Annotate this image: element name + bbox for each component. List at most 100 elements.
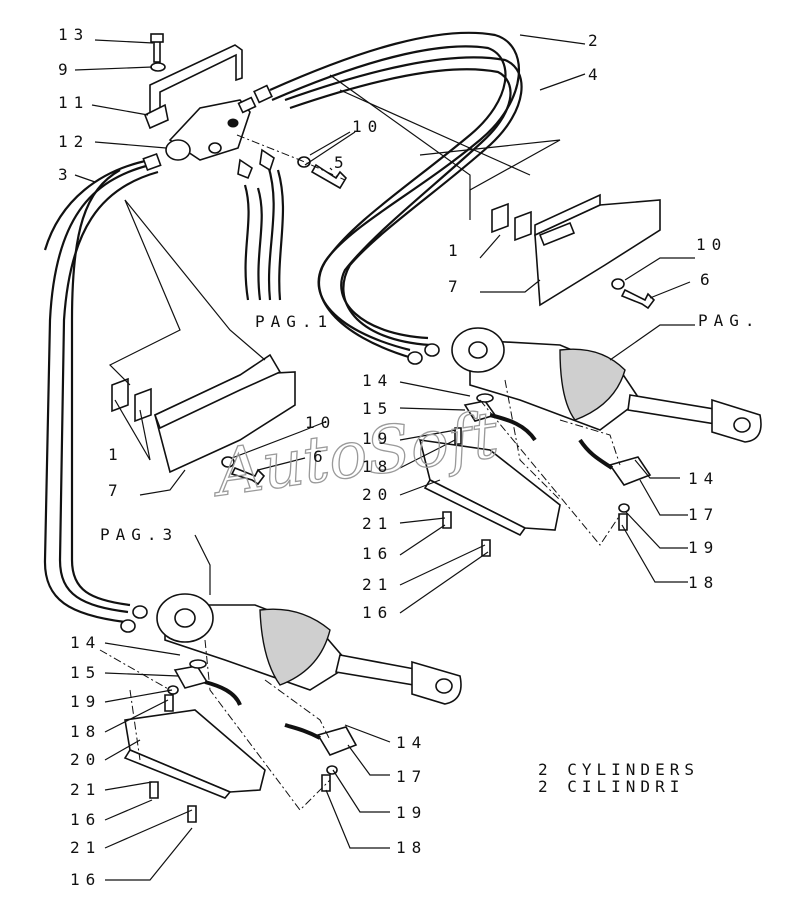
bolt-6-lower [230,466,266,486]
label-pag3: PAG.3 [100,525,178,544]
lower-bracket-top [153,353,282,430]
upper-cyl-eye-hole [733,417,751,433]
hose-4-inner [289,68,512,340]
label-pag-right: PAG. [698,311,761,330]
hose-3-top [43,158,151,251]
label-10-lower: 10 [305,413,336,432]
label-5: 5 [334,153,350,172]
upper-cyl-boot [559,348,626,421]
elbow-fitting-b [259,148,275,172]
lower-cyl-fitting-a [132,605,148,619]
label-15-mid: 15 [362,399,393,418]
label-18-low: 18 [70,722,101,741]
label-3: 3 [58,165,74,184]
guard-20-low [123,659,358,823]
label-2: 2 [588,31,604,50]
hose-3-inner [58,170,159,614]
valve-assembly [142,33,348,190]
label-11: 11 [58,93,89,112]
valve-end-cap [165,139,191,161]
label-16-low-b: 16 [70,870,101,889]
label-17-lower-right: 17 [396,767,427,786]
label-9-top: 9 [58,60,74,79]
lower-cyl-rod [335,654,421,687]
label-19-low: 19 [70,692,101,711]
upper-cyl-rod [627,394,723,426]
label-12: 12 [58,132,89,151]
washer-19-low [167,685,179,695]
lower-cyl-eye-hole [435,678,453,694]
label-4: 4 [588,65,604,84]
pipe-low [204,680,242,706]
label-18-right: 18 [688,573,719,592]
hose-pag1-c [266,164,275,301]
bolt-19-mid [454,427,462,445]
manifold-15-low [173,665,209,689]
label-14-right: 14 [688,469,719,488]
label-16-low-a: 16 [70,810,101,829]
label-20-low: 20 [70,750,101,769]
bolt-21-mid-a [442,511,452,529]
alignment-lines [99,134,621,811]
hose-2-outer [269,31,521,352]
lower-cyl-fitting-b [120,619,136,633]
label-19-right: 19 [688,538,719,557]
hose-pag1-b [256,187,263,301]
upper-bracket-7 [491,193,661,310]
bolt-13-head [150,33,164,43]
hoses [43,31,523,624]
hose-3b-outer [70,169,131,607]
clamp-plate-upper [538,221,576,247]
elbow-fitting-a [237,158,253,180]
label-pag1: PAG.1 [255,312,333,331]
label-1-upper: 1 [448,241,464,260]
clamp-1-lower-b [134,387,152,423]
fitting-hose-end [253,84,273,104]
manifold-17-lr [316,726,358,756]
caption: 2 CYLINDERS 2 CILINDRI [538,760,699,796]
label-19-lower-right: 19 [396,803,427,822]
clamp-1-upper-b [514,210,532,242]
guard-20-mid [418,393,652,557]
pipe-17-right [578,438,614,470]
valve-port-a [227,118,239,128]
fitting-left [142,152,162,172]
hose-2-inner [271,45,507,360]
label-18-mid: 18 [362,457,393,476]
lower-bracket-7 [111,353,296,486]
valve-port-b [208,142,222,154]
valve-body-12 [168,99,251,161]
upper-cyl-fitting-b [407,351,423,365]
upper-bracket-top [534,193,601,237]
label-20-mid: 20 [362,485,393,504]
label-21-mid-b: 21 [362,575,393,594]
label-19-mid: 19 [362,429,393,448]
bracket-11-foot [143,103,169,130]
leader-lines [74,34,695,881]
lower-cyl-end-hole [174,608,196,628]
label-10-right: 10 [696,235,727,254]
label-10-top: 10 [352,117,383,136]
bolt-18-right [618,513,628,531]
hose-pag1-a [243,184,250,301]
guard-low-face [123,748,232,799]
part-labels: 13 9 11 12 3 2 4 10 5 PAG.1 1 7 10 6 PAG… [58,25,761,889]
caption-line-2: 2 CILINDRI [538,777,684,796]
oring-14-mid [476,393,494,403]
caption-line-1: 2 CYLINDERS [538,760,699,779]
washer-19-right [618,503,630,513]
bolt-18-low [164,694,174,712]
bolt-13-shank [153,39,161,63]
label-14-lower-right: 14 [396,733,427,752]
hose-pag1-d [276,169,285,301]
hose-3-outer [43,163,151,624]
label-21-low-b: 21 [70,838,101,857]
upper-cyl-fitting-a [424,343,440,357]
label-16-mid-a: 16 [362,544,393,563]
label-14-low: 14 [70,633,101,652]
label-1-lower: 1 [108,445,124,464]
bolt-21-low-a [149,781,159,799]
bolt-6-right [620,288,656,310]
